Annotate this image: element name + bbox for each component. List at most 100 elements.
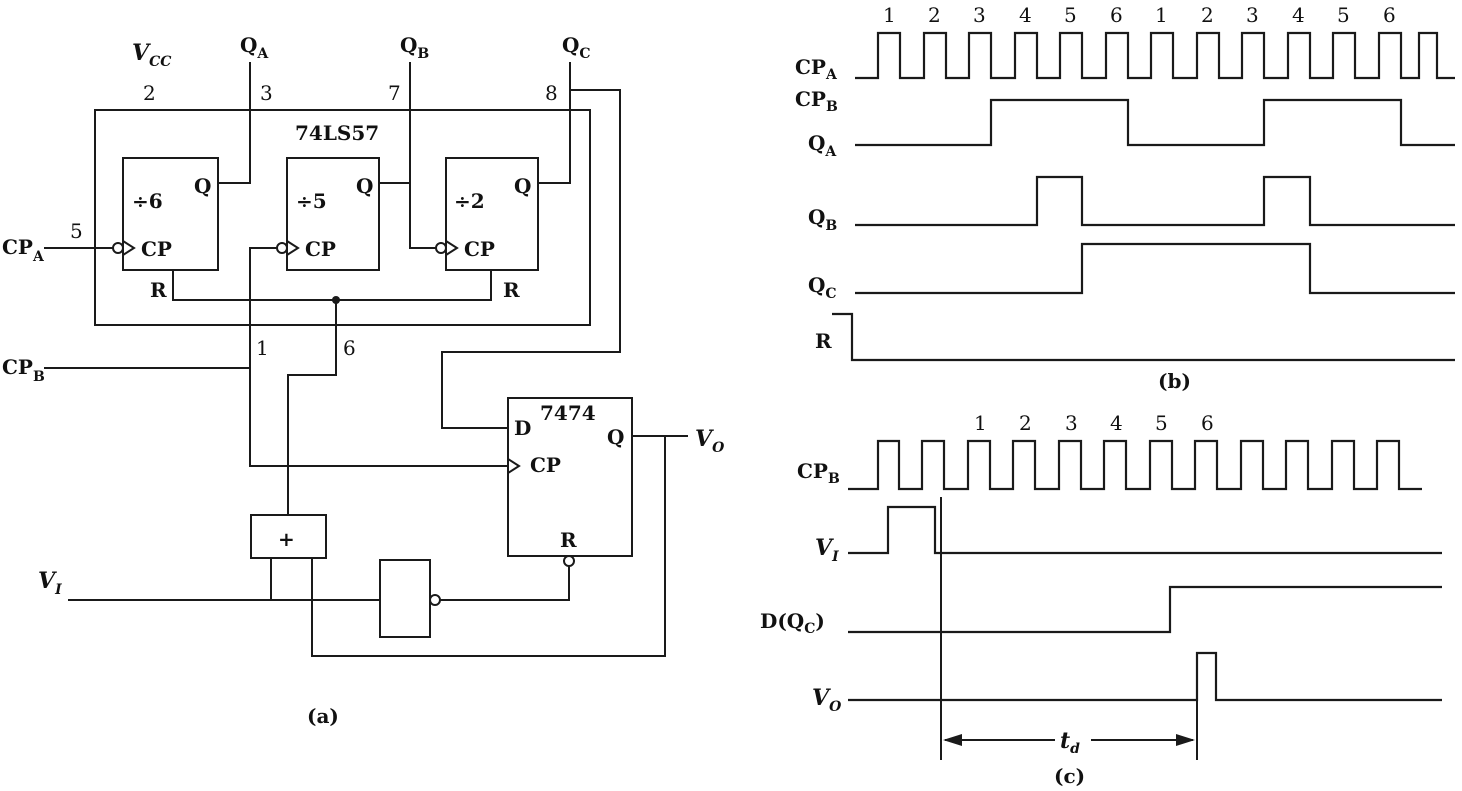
timing-b-label-qb: QB (808, 205, 837, 234)
divider-6-q: Q (194, 174, 211, 198)
ff-cp-label: CP (530, 453, 561, 477)
ff-r-label: R (560, 528, 577, 552)
timing-b-wave-r (832, 312, 1455, 362)
wire-inverter-to-ff-reset (440, 566, 570, 601)
divider-2-q: Q (514, 174, 531, 198)
timing-c-num-5: 5 (1155, 411, 1168, 435)
pin-reset: 6 (343, 336, 356, 360)
pin-cpb: 1 (256, 336, 269, 360)
pin-qb: 7 (388, 81, 401, 105)
or-gate-label: + (278, 527, 295, 551)
timing-b-wave-qa (855, 98, 1455, 147)
wire-reset-bus (172, 270, 492, 301)
timing-c-num-4: 4 (1110, 411, 1123, 435)
timing-c-wave-vo (848, 651, 1442, 702)
timing-b-num-11: 5 (1337, 3, 1350, 27)
ff-q-label: Q (607, 425, 624, 449)
divider-6-clock-bubble (112, 242, 124, 254)
timing-b-num-4: 4 (1019, 3, 1032, 27)
timing-c-wave-vi (848, 505, 1442, 555)
divider-5-clock-triangle (286, 240, 300, 256)
timing-b-num-5: 5 (1064, 3, 1077, 27)
timing-b-num-6: 6 (1110, 3, 1123, 27)
timing-c-label-vi: VI (815, 535, 839, 565)
timing-c-delay-arrow-left (943, 734, 962, 746)
qa-label: QA (240, 33, 269, 62)
timing-b-pulse-numbers: 1 2 3 4 5 6 1 2 3 4 5 6 (883, 3, 1396, 27)
caption-c: (c) (1054, 764, 1085, 788)
qc-label: QC (562, 33, 591, 62)
ic-74ls57-box (94, 109, 591, 326)
vi-label: VI (38, 568, 62, 598)
divider-2-label: ÷2 (454, 189, 485, 213)
timing-b-label-cpa: CPA (795, 55, 838, 83)
wire-cpb-to-ff (249, 368, 508, 467)
timing-panel-b: 1 2 3 4 5 6 1 2 3 4 5 6 CPA CPB QA QB QC… (795, 3, 1455, 393)
divider-6-box (122, 157, 219, 271)
wire-qa (218, 62, 251, 184)
inverter-box (379, 559, 431, 638)
timing-b-wave-cpa (855, 31, 1455, 80)
wire-cpb-to-div5 (249, 247, 277, 368)
timing-b-num-12: 6 (1383, 3, 1396, 27)
or-gate-box (250, 514, 327, 559)
divider-6-cp: CP (141, 237, 172, 261)
pin-qa: 3 (260, 81, 273, 105)
divider-2-cp: CP (464, 237, 495, 261)
timing-b-num-1: 1 (883, 3, 896, 27)
caption-a: (a) (307, 704, 339, 728)
timing-b-wave-qb (855, 175, 1455, 227)
divider-5-clock-bubble (276, 242, 288, 254)
divider-5-box (286, 157, 380, 271)
divider-5-q: Q (356, 174, 373, 198)
timing-c-num-1: 1 (974, 411, 987, 435)
wire-qb-to-div2 (409, 183, 436, 249)
timing-b-num-3: 3 (973, 3, 986, 27)
timing-panel-c: 1 2 3 4 5 6 CPB VI D(QC) VO td (c) (760, 411, 1442, 788)
ic-74ls57-label: 74LS57 (295, 121, 379, 145)
timing-b-num-10: 4 (1292, 3, 1305, 27)
cpb-label: CPB (2, 355, 45, 385)
ff-7474-label: 7474 (540, 401, 596, 425)
divider-6-label: ÷6 (132, 189, 163, 213)
timing-b-num-7: 1 (1155, 3, 1168, 27)
timing-b-label-r: R (815, 329, 832, 353)
timing-b-wave-qc (855, 242, 1455, 295)
caption-b: (b) (1158, 369, 1191, 393)
divider-6-clock-triangle (122, 240, 136, 256)
divider-2-r: R (503, 278, 520, 302)
vo-label: VO (695, 426, 725, 456)
wire-vo-feedback (311, 436, 666, 657)
timing-b-label-cpb: CPB (795, 87, 838, 115)
timing-b-num-8: 2 (1201, 3, 1214, 27)
ff-clock-triangle (507, 458, 521, 474)
timing-b-label-qc: QC (808, 273, 837, 302)
inverter-bubble (429, 594, 441, 606)
timing-c-num-2: 2 (1019, 411, 1032, 435)
vcc-label: VCC (132, 40, 171, 70)
pin-qc: 8 (545, 81, 558, 105)
ff-reset-bubble (563, 555, 575, 567)
divider-5-cp: CP (305, 237, 336, 261)
timing-c-delay-label: td (1060, 728, 1080, 757)
timing-c-num-3: 3 (1065, 411, 1078, 435)
timing-c-wave-cpb (848, 439, 1422, 491)
timing-b-num-2: 2 (928, 3, 941, 27)
qb-label: QB (400, 33, 429, 62)
timing-b-label-qa: QA (808, 131, 837, 160)
ff-d-label: D (514, 416, 531, 440)
divider-2-clock-triangle (445, 240, 459, 256)
pin-cpa: 5 (70, 219, 83, 243)
timing-c-num-6: 6 (1201, 411, 1214, 435)
divider-2-clock-bubble (435, 242, 447, 254)
cpa-label: CPA (2, 235, 45, 265)
timing-c-delay-arrow-right (1176, 734, 1195, 746)
timing-c-label-d: D(QC) (760, 609, 825, 637)
wire-qc-to-d (441, 89, 621, 429)
timing-c-label-vo: VO (812, 685, 842, 715)
timing-c-delay-label-bg (1055, 726, 1091, 752)
pin-vcc: 2 (143, 81, 156, 105)
divider-5-label: ÷5 (296, 189, 327, 213)
wire-qc (538, 62, 571, 184)
